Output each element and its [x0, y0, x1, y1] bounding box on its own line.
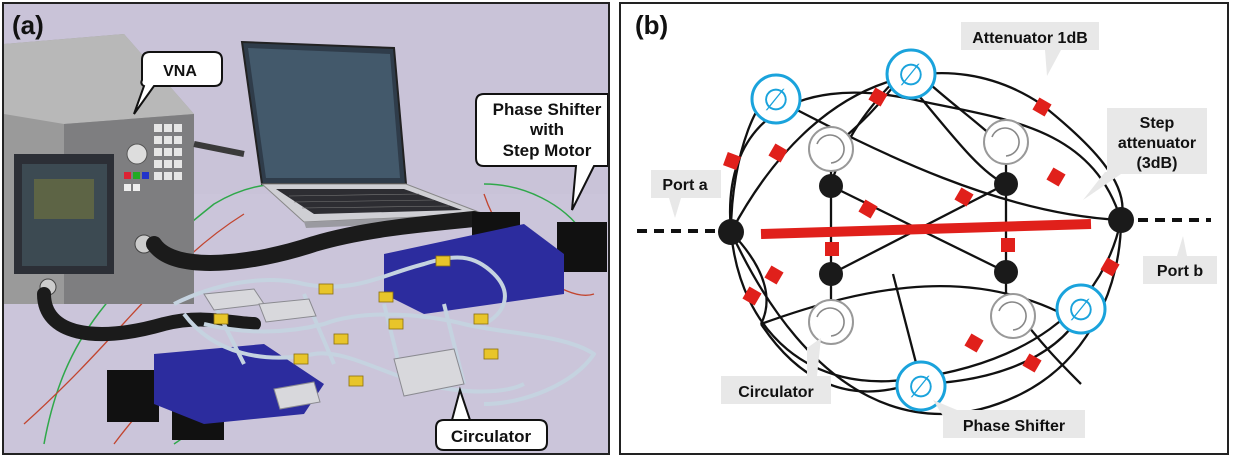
attenuator-square [764, 265, 784, 285]
graph-node [819, 174, 843, 198]
laptop [240, 40, 486, 228]
vna-label: VNA [163, 63, 197, 80]
graph-nodes [718, 172, 1134, 286]
node-port-b [1108, 207, 1134, 233]
graph-node [994, 172, 1018, 196]
phase-shifters: ∅ ∅ ∅ ∅ [750, 48, 1107, 412]
phase-shifter-label-b: Phase Shifter [963, 418, 1065, 435]
port-a-label: Port a [662, 177, 707, 194]
circulators [808, 119, 1036, 345]
phase-shifter-label-line-2: with [529, 120, 564, 139]
attenuator-square [1022, 353, 1042, 373]
attenuator-label: Attenuator 1dB [972, 30, 1088, 47]
circulator-icon [808, 126, 854, 172]
phase-shifter-label-line-1: Phase Shifter [493, 100, 602, 119]
svg-text:∅: ∅ [908, 370, 934, 405]
phase-shifter-callout-b: Phase Shifter [933, 400, 1085, 438]
attenuator-square [742, 286, 762, 306]
panel-b-diagram: (b) [619, 2, 1229, 455]
panel-a-photo: (a) VNA Phase Shifter with Step Motor Ci… [2, 2, 610, 455]
step-attenuator-bar [760, 219, 1092, 239]
phase-shifter-callout: Phase Shifter with Step Motor [475, 93, 608, 211]
vna-instrument [4, 34, 194, 304]
circulator-callout: Circulator [435, 386, 548, 451]
attenuator-square [858, 199, 878, 219]
svg-text:∅: ∅ [1068, 293, 1094, 328]
attenuator-callout: Attenuator 1dB [961, 22, 1099, 76]
phase-shifter-icon: ∅ [895, 360, 947, 412]
graph-schematic: (b) [635, 10, 1217, 438]
node-port-a [718, 219, 744, 245]
step-attenuator-line-1: Step [1140, 115, 1175, 132]
circulator-callout-b: Circulator [721, 338, 831, 404]
attenuator-square [1046, 167, 1066, 187]
attenuator-square [768, 143, 788, 163]
attenuator-square [1100, 257, 1120, 277]
step-attenuator-line-3: (3dB) [1137, 155, 1178, 172]
phase-shifter-icon: ∅ [885, 48, 937, 100]
circulator-icon [990, 293, 1036, 339]
circulator-label-b: Circulator [738, 384, 814, 401]
port-b-label: Port b [1157, 263, 1203, 280]
phase-shifter-icon: ∅ [1055, 283, 1107, 335]
step-attenuator-line-2: attenuator [1118, 135, 1196, 152]
port-b-callout: Port b [1143, 236, 1217, 284]
attenuator-squares [723, 87, 1120, 373]
panel-b-label: (b) [635, 10, 668, 40]
vna-callout: VNA [133, 51, 223, 115]
svg-text:∅: ∅ [898, 58, 924, 93]
circulator-icon [808, 299, 854, 345]
graph-node [819, 262, 843, 286]
attenuator-square [1001, 238, 1015, 252]
port-a-callout: Port a [651, 170, 721, 218]
panel-a-callouts: (a) VNA Phase Shifter with Step Motor Ci… [12, 10, 608, 451]
attenuator-square [723, 152, 741, 170]
attenuator-square [1032, 97, 1052, 117]
attenuator-square [954, 187, 974, 207]
svg-text:∅: ∅ [763, 83, 789, 118]
phase-shifter-label-line-3: Step Motor [503, 141, 592, 160]
attenuator-square [964, 333, 984, 353]
panel-a-label: (a) [12, 10, 44, 40]
panel-a-illustration [4, 34, 608, 453]
phase-shifter-icon: ∅ [750, 73, 802, 125]
attenuator-square [825, 242, 839, 256]
circulator-label-a: Circulator [451, 427, 532, 446]
graph-node [994, 260, 1018, 284]
step-attenuator-callout: Step attenuator (3dB) [1083, 108, 1207, 200]
circulator-icon [983, 119, 1029, 165]
attenuator-square [868, 87, 888, 107]
